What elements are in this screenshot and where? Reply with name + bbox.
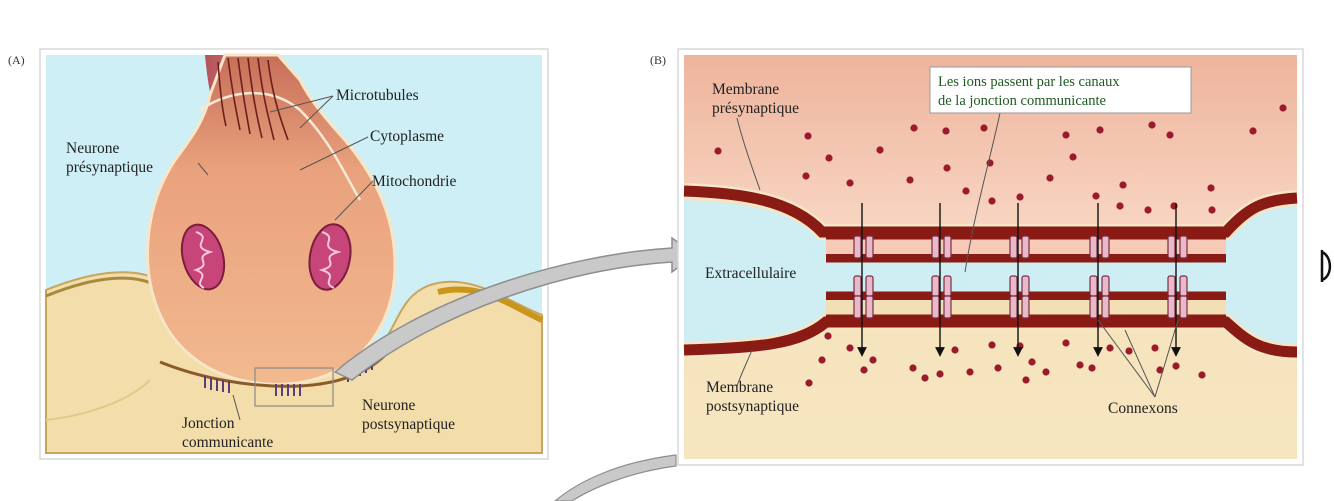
ion-dot bbox=[1076, 361, 1084, 369]
leader-lines-a bbox=[197, 95, 374, 421]
label-connexons: Connexons bbox=[1108, 400, 1178, 417]
ion-dot bbox=[714, 147, 722, 155]
ion-dot bbox=[846, 344, 854, 352]
label-membrane-pre-line1: Membrane bbox=[712, 81, 779, 98]
caption-line2: de la jonction communicante bbox=[938, 93, 1106, 109]
ion-dot bbox=[1096, 126, 1104, 134]
ion-dot bbox=[1016, 193, 1024, 201]
ion-dot bbox=[876, 146, 884, 154]
label-cytoplasme: Cytoplasme bbox=[370, 128, 444, 145]
ion-dot bbox=[1046, 174, 1054, 182]
label-neurone-post-line2: postsynaptique bbox=[362, 416, 455, 433]
post-contour bbox=[45, 379, 151, 421]
ion-dot bbox=[805, 379, 813, 387]
ion-dot bbox=[1208, 206, 1216, 214]
ion-dot bbox=[1088, 364, 1096, 372]
label-membrane-post-line2: postsynaptique bbox=[706, 398, 799, 415]
ion-dot bbox=[1062, 131, 1070, 139]
label-extracellulaire: Extracellulaire bbox=[705, 265, 796, 282]
ion-dot bbox=[1207, 184, 1215, 192]
ion-dot bbox=[860, 366, 868, 374]
leader-lines-b bbox=[736, 112, 1179, 398]
label-jonction-line2: communicante bbox=[182, 434, 273, 451]
ions bbox=[714, 104, 1287, 387]
ion-dot bbox=[1156, 366, 1164, 374]
ion-dot bbox=[988, 197, 996, 205]
pre-membrane bbox=[683, 185, 1298, 238]
ion-dot bbox=[1106, 344, 1114, 352]
ion-dot bbox=[962, 187, 970, 195]
label-jonction-line1: Jonction bbox=[182, 415, 235, 432]
ion-dot bbox=[910, 124, 918, 132]
label-neurone-pre-line1: Neurone bbox=[66, 140, 119, 157]
microtubules bbox=[217, 57, 289, 141]
caption-box bbox=[929, 66, 1192, 114]
ion-dot bbox=[824, 332, 832, 340]
ion-dot bbox=[1151, 344, 1159, 352]
ion-dot bbox=[1022, 376, 1030, 384]
ion-dot bbox=[802, 172, 810, 180]
connexon bbox=[853, 235, 874, 319]
connexon bbox=[931, 235, 952, 319]
ion-dot bbox=[1279, 104, 1287, 112]
label-membrane-post-line1: Membrane bbox=[706, 379, 773, 396]
ion-dot bbox=[846, 179, 854, 187]
presynaptic-terminal bbox=[146, 53, 397, 386]
ion-dot bbox=[966, 368, 974, 376]
ion-dot bbox=[909, 364, 917, 372]
ion-dot bbox=[1198, 371, 1206, 379]
ion-dot bbox=[1116, 202, 1124, 210]
ion-dot bbox=[825, 154, 833, 162]
ion-dot bbox=[936, 370, 944, 378]
ion-dot bbox=[1166, 131, 1174, 139]
lower-arrow-fragment bbox=[554, 454, 677, 501]
connexon bbox=[1009, 235, 1030, 319]
caption-line1: Les ions passent par les canaux bbox=[938, 74, 1120, 90]
label-mitochondrie: Mitochondrie bbox=[372, 173, 456, 190]
ion-dot bbox=[804, 132, 812, 140]
ion-dot bbox=[921, 374, 929, 382]
post-membrane bbox=[683, 316, 1298, 358]
cropped-glyph bbox=[1320, 250, 1332, 282]
ion-dot bbox=[942, 127, 950, 135]
mitochondrion-left bbox=[180, 223, 226, 291]
ion-dot bbox=[818, 356, 826, 364]
ion-dot bbox=[1028, 358, 1036, 366]
ion-dot bbox=[1125, 347, 1133, 355]
ion-dot bbox=[1144, 206, 1152, 214]
connexon bbox=[1167, 235, 1188, 319]
label-membrane-pre-line2: présynaptique bbox=[712, 100, 799, 117]
ion-dot bbox=[1148, 121, 1156, 129]
ion-dot bbox=[988, 341, 996, 349]
ion-arrows bbox=[857, 203, 1181, 357]
zoom-box bbox=[254, 367, 334, 407]
ion-dot bbox=[943, 164, 951, 172]
label-neurone-pre-line2: présynaptique bbox=[66, 159, 153, 176]
mitochondrion-right bbox=[308, 223, 352, 291]
ion-dot bbox=[906, 176, 914, 184]
panel-a-tag: (A) bbox=[8, 53, 25, 67]
ion-dot bbox=[994, 364, 1002, 372]
ion-dot bbox=[1172, 362, 1180, 370]
ion-dot bbox=[1119, 181, 1127, 189]
label-microtubules: Microtubules bbox=[336, 87, 419, 104]
ion-dot bbox=[1069, 153, 1077, 161]
ion-dot bbox=[869, 356, 877, 364]
ion-dot bbox=[951, 346, 959, 354]
label-neurone-post-line1: Neurone bbox=[362, 397, 415, 414]
ion-dot bbox=[1042, 368, 1050, 376]
panel-b-tag: (B) bbox=[650, 53, 666, 67]
ion-dot bbox=[1062, 339, 1070, 347]
panel-a: (A) Microtubules Neurone présynaptique C… bbox=[8, 48, 549, 460]
ion-dot bbox=[980, 124, 988, 132]
connexon bbox=[1089, 235, 1110, 319]
panel-b: Les ions passent par les canaux de la jo… bbox=[650, 48, 1304, 466]
connexons bbox=[853, 235, 1188, 319]
inner-membrane-line bbox=[199, 91, 362, 201]
ion-dot bbox=[1249, 127, 1257, 135]
ion-dot bbox=[1092, 192, 1100, 200]
